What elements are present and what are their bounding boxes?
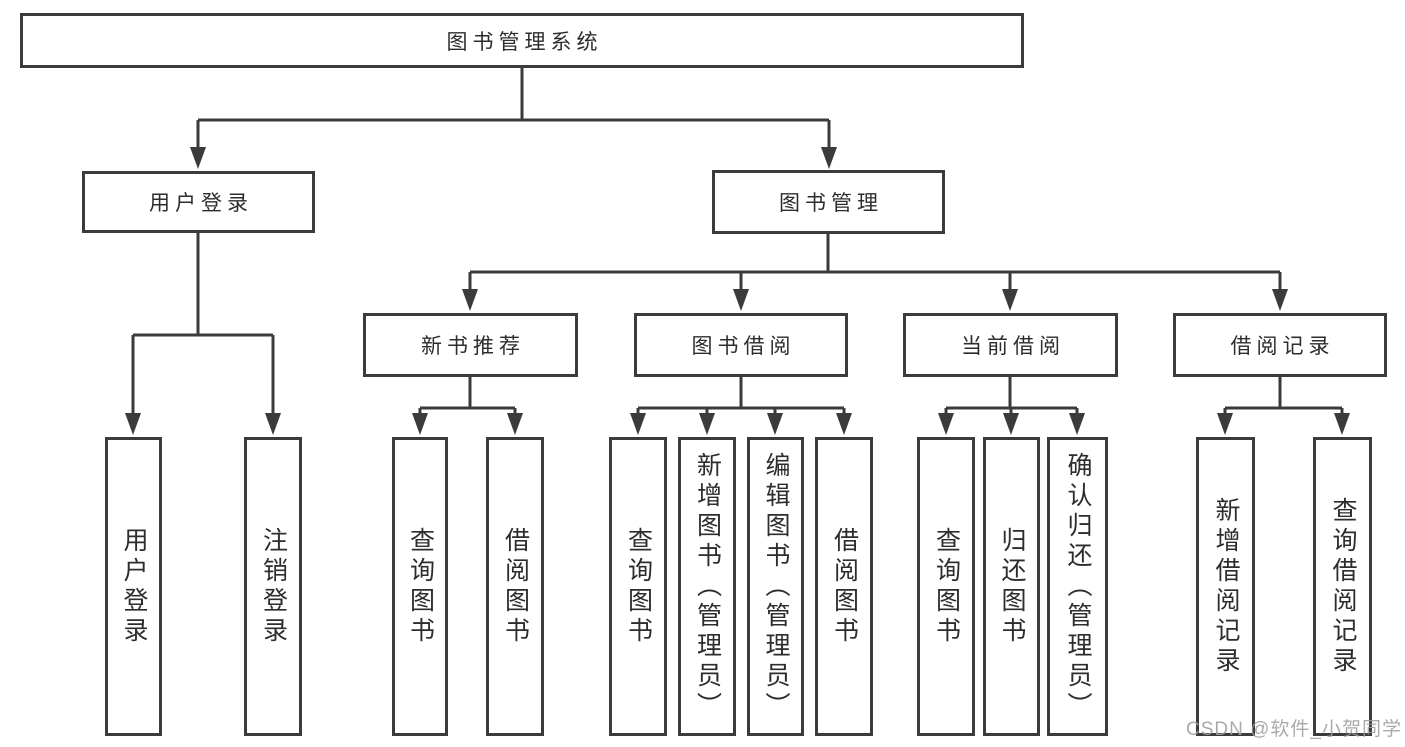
leaf-user-login: 用户登录 <box>105 437 162 736</box>
leaf-query-books-current-label: 查询图书 <box>932 526 961 647</box>
branch-borrow-record <box>1217 377 1350 435</box>
leaf-logout-label: 注销登录 <box>259 526 288 647</box>
branch-book-borrow <box>630 377 852 435</box>
node-root-label: 图书管理系统 <box>446 30 603 54</box>
leaf-borrow-books-rec-label: 借阅图书 <box>501 526 530 647</box>
leaf-query-books-borrow-label: 查询图书 <box>624 526 653 647</box>
leaf-confirm-return-admin: 确认归还（管理员） <box>1047 437 1108 736</box>
node-new-book-rec: 新书推荐 <box>363 313 578 377</box>
leaf-return-books-label: 归还图书 <box>998 526 1026 647</box>
leaf-query-books-borrow: 查询图书 <box>609 437 667 736</box>
node-root: 图书管理系统 <box>20 13 1024 68</box>
leaf-query-books-current: 查询图书 <box>917 437 975 736</box>
node-book-borrow-label: 图书借阅 <box>691 335 796 358</box>
branch-user-login <box>125 233 281 435</box>
leaf-edit-books-admin: 编辑图书（管理员） <box>747 437 804 736</box>
leaf-query-books-rec-label: 查询图书 <box>406 526 435 647</box>
node-user-login-label: 用户登录 <box>149 192 253 215</box>
node-book-management-label: 图书管理 <box>779 192 883 215</box>
node-new-book-rec-label: 新书推荐 <box>421 335 525 358</box>
leaf-return-books: 归还图书 <box>983 437 1040 736</box>
leaf-logout: 注销登录 <box>244 437 302 736</box>
node-current-borrow: 当前借阅 <box>903 313 1118 377</box>
branch-new-book-rec <box>412 377 523 435</box>
node-borrow-record-label: 借阅记录 <box>1230 335 1335 358</box>
leaf-query-borrow-record: 查询借阅记录 <box>1313 437 1372 736</box>
node-borrow-record: 借阅记录 <box>1173 313 1387 377</box>
leaf-edit-books-admin-label: 编辑图书（管理员） <box>762 451 790 722</box>
leaf-confirm-return-admin-label: 确认归还（管理员） <box>1064 451 1092 722</box>
node-book-management: 图书管理 <box>712 170 945 234</box>
leaf-user-login-label: 用户登录 <box>120 526 148 647</box>
leaf-add-borrow-record: 新增借阅记录 <box>1196 437 1255 736</box>
leaf-add-books-admin-label: 新增图书（管理员） <box>693 451 722 722</box>
leaf-query-books-rec: 查询图书 <box>392 437 448 736</box>
leaf-query-borrow-record-label: 查询借阅记录 <box>1329 496 1357 677</box>
branch-current-borrow <box>938 377 1085 435</box>
leaf-borrow-books: 借阅图书 <box>815 437 873 736</box>
branch-root-to-level2 <box>190 68 837 169</box>
node-user-login: 用户登录 <box>82 171 315 233</box>
leaf-add-books-admin: 新增图书（管理员） <box>678 437 736 736</box>
node-current-borrow-label: 当前借阅 <box>961 335 1065 358</box>
branch-book-management <box>462 234 1288 311</box>
leaf-borrow-books-label: 借阅图书 <box>830 526 859 647</box>
node-book-borrow: 图书借阅 <box>634 313 848 377</box>
leaf-add-borrow-record-label: 新增借阅记录 <box>1212 496 1240 677</box>
leaf-borrow-books-rec: 借阅图书 <box>486 437 544 736</box>
